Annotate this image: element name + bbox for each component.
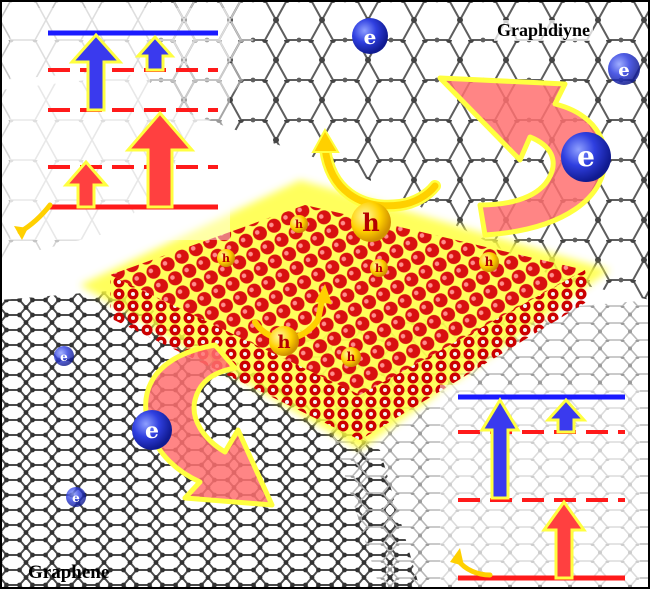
svg-text:h: h bbox=[222, 252, 230, 265]
hole-small-4: h bbox=[479, 252, 499, 272]
electron-graphene-small-1: e bbox=[54, 346, 74, 366]
electron-large: e bbox=[561, 132, 611, 182]
electron-top: e bbox=[352, 18, 388, 54]
svg-text:h: h bbox=[347, 350, 356, 364]
svg-text:e: e bbox=[145, 418, 159, 444]
graphdiyne-label: Graphdiyne bbox=[494, 20, 594, 41]
hole-small-1: h bbox=[290, 215, 308, 233]
hole-small-3: h bbox=[370, 259, 388, 277]
svg-text:h: h bbox=[295, 218, 303, 231]
hole-small-5: h bbox=[341, 347, 361, 367]
electron-top-right: e bbox=[608, 53, 640, 85]
svg-text:e: e bbox=[72, 491, 80, 505]
svg-text:h: h bbox=[362, 208, 379, 237]
electron-graphene: e bbox=[132, 410, 172, 450]
electron-transfer-arrow-to-graphdiyne bbox=[437, 75, 608, 238]
svg-text:e: e bbox=[60, 350, 68, 364]
graphene-label: Graphene bbox=[28, 562, 110, 583]
electron-transfer-arrow-to-graphene bbox=[143, 342, 275, 508]
hole-large: h bbox=[351, 202, 391, 242]
svg-text:e: e bbox=[618, 60, 629, 81]
svg-text:e: e bbox=[364, 25, 377, 49]
energy-level-inset-bottom bbox=[440, 385, 640, 585]
hole-middle: h bbox=[269, 326, 299, 356]
energy-level-inset-top bbox=[10, 8, 230, 240]
svg-text:e: e bbox=[577, 140, 595, 173]
svg-text:h: h bbox=[277, 332, 290, 353]
electron-graphene-small-2: e bbox=[66, 487, 86, 507]
hole-small-2: h bbox=[217, 249, 235, 267]
hole-arrow-top bbox=[311, 127, 441, 212]
svg-text:h: h bbox=[375, 262, 383, 275]
svg-text:h: h bbox=[485, 255, 494, 269]
